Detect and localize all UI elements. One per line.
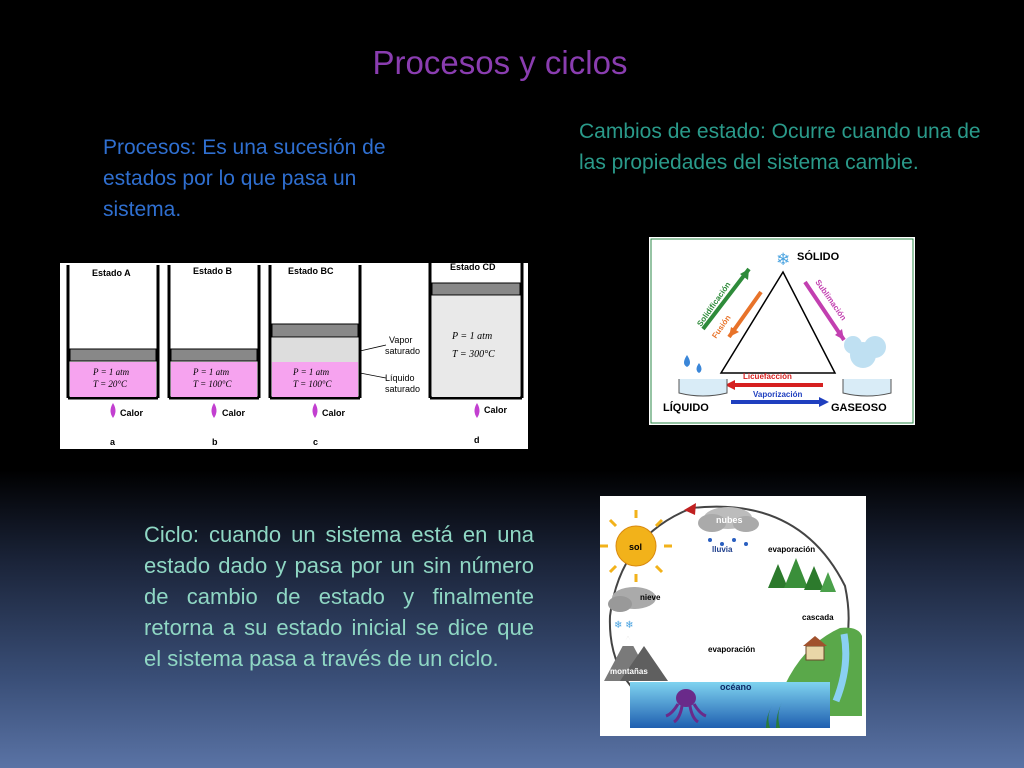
state-b-temperature: T = 100°C — [193, 379, 233, 389]
page-title: Procesos y ciclos — [372, 44, 628, 81]
snowflake-small-icon: ❄ ❄ — [614, 620, 634, 631]
state-a-label: Estado A — [92, 268, 131, 278]
state-bc-heat: Calor — [322, 408, 346, 418]
nubes-label: nubes — [716, 515, 743, 525]
state-cd-label: Estado CD — [450, 263, 496, 272]
sublimacion-arrow — [803, 280, 846, 342]
state-a-temperature: T = 20°C — [93, 379, 128, 389]
trees-icon — [768, 558, 836, 592]
licuefaccion-label: Licuefacción — [743, 372, 792, 381]
evaporacion-mid-label: evaporación — [708, 645, 755, 654]
state-b-label: Estado B — [193, 266, 233, 276]
state-a: Estado A P = 1 atm T = 20°C Calor a — [66, 265, 160, 447]
state-b: Estado B P = 1 atm T = 100°C Calor b — [167, 265, 261, 447]
liquid-label-2: saturado — [385, 384, 420, 394]
state-a-pressure: P = 1 atm — [92, 367, 130, 377]
nieve-label: nieve — [640, 593, 661, 602]
mountains-icon — [604, 636, 668, 681]
liquido-label: LÍQUIDO — [663, 401, 709, 414]
house-icon — [805, 645, 825, 661]
lluvia-label: lluvia — [712, 545, 733, 554]
phase-change-diagram: ❄ SÓLIDO Solidificación Fusión Sublimaci… — [649, 237, 915, 425]
state-bc-pressure: P = 1 atm — [292, 367, 330, 377]
vaporizacion-label: Vaporización — [753, 390, 802, 399]
water-cycle-diagram: sol nubes lluvia evaporación nieve ❄ ❄ c… — [600, 496, 866, 736]
cambios-de-estado-definition: Cambios de estado: Ocurre cuando una de … — [579, 120, 981, 174]
procesos-definition: Procesos: Es una sucesión de estados por… — [103, 136, 386, 221]
ocean-icon — [630, 682, 830, 728]
state-bc: Estado BC P = 1 atm T = 100°C Calor c Va… — [268, 265, 420, 447]
vapor-label-1: Vapor — [389, 335, 412, 345]
solido-label: SÓLIDO — [797, 250, 840, 263]
state-cd-pressure: P = 1 atm — [451, 331, 492, 342]
evaporacion-top-label: evaporación — [768, 545, 815, 554]
ciclo-definition: Ciclo: cuando un sistema está en una est… — [144, 522, 534, 671]
seaweed-icon — [766, 702, 782, 728]
snow-cloud-icon — [608, 587, 656, 612]
oceano-label: océano — [720, 682, 752, 692]
state-a-heat: Calor — [120, 408, 144, 418]
state-bc-letter: c — [313, 437, 318, 447]
state-cd-temperature: T = 300°C — [452, 349, 495, 360]
waterfall-icon — [832, 633, 850, 703]
cycle-arrow-icon — [684, 503, 696, 515]
snowflake-icon: ❄ — [776, 250, 790, 269]
piston-states-diagram: Estado A P = 1 atm T = 20°C Calor a Esta… — [60, 262, 528, 449]
gaseoso-label: GASEOSO — [831, 402, 887, 414]
state-a-letter: a — [110, 437, 116, 447]
state-bc-label: Estado BC — [288, 266, 334, 276]
cloud-icon — [698, 507, 759, 532]
vapor-label-2: saturado — [385, 346, 420, 356]
state-b-heat: Calor — [222, 408, 246, 418]
state-cd-heat: Calor — [484, 405, 508, 415]
sun-icon — [600, 510, 672, 582]
sol-label: sol — [629, 542, 642, 552]
solidificacion-arrow — [701, 267, 751, 331]
octopus-icon — [665, 689, 707, 724]
state-b-pressure: P = 1 atm — [192, 367, 230, 377]
rain-icon — [708, 538, 748, 546]
phase-triangle — [719, 270, 837, 374]
state-b-letter: b — [212, 437, 218, 447]
state-bc-temperature: T = 100°C — [293, 379, 333, 389]
state-cd-letter: d — [474, 435, 480, 445]
water-drop-icon — [684, 355, 690, 367]
state-cd: Estado CD P = 1 atm T = 300°C Calor d — [428, 262, 524, 445]
cascada-label: cascada — [802, 613, 834, 622]
liquid-label-1: Líquido — [385, 373, 415, 383]
montanas-label: montañas — [610, 667, 648, 676]
